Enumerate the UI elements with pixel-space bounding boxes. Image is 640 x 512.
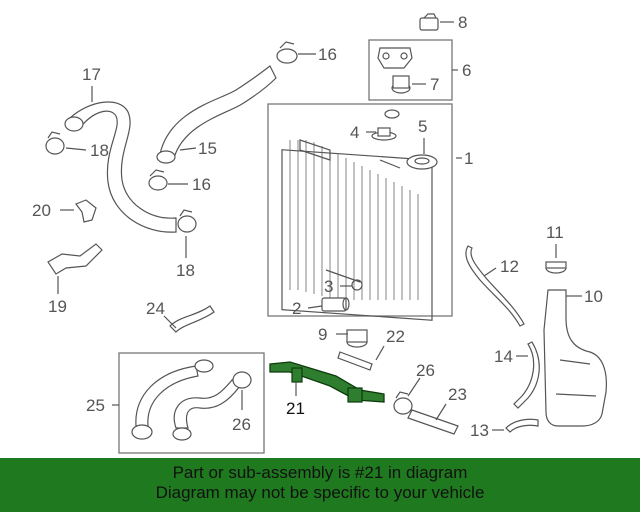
- hose-clamp-left[interactable]: [45, 131, 65, 155]
- callout-21: 21: [286, 399, 305, 418]
- water-hose[interactable]: [407, 409, 459, 435]
- callout-16-middle: 16: [192, 175, 211, 194]
- hose-clamp-right[interactable]: [393, 391, 413, 415]
- callout-20: 20: [32, 201, 51, 220]
- drain-plug[interactable]: [321, 297, 350, 312]
- callout-8: 8: [458, 13, 467, 32]
- hose-kit-box: [118, 352, 265, 454]
- banner-line-part: Part or sub-assembly is #21 in diagram: [172, 463, 468, 482]
- callout-16-top: 16: [318, 45, 337, 64]
- cap-seal[interactable]: [406, 154, 438, 170]
- callout-26-right: 26: [416, 361, 435, 380]
- radiator-cap[interactable]: [371, 127, 397, 141]
- o-ring[interactable]: [384, 109, 400, 119]
- callout-3: 3: [324, 277, 333, 296]
- callout-5: 5: [418, 117, 427, 136]
- lower-radiator-hose[interactable]: [69, 101, 177, 233]
- callout-1: 1: [464, 149, 473, 168]
- radiator-bracket[interactable]: [377, 47, 413, 69]
- callout-7: 7: [430, 75, 439, 94]
- radiator-core[interactable]: [281, 139, 433, 321]
- callout-2: 2: [292, 299, 301, 318]
- callout-18-upper: 18: [90, 141, 109, 160]
- hose-clamp-lower[interactable]: [177, 209, 197, 233]
- parts-diagram: 1 2 3 4 5 6 7 8 9 10 11 12 13 14 15 16 1…: [32, 13, 607, 454]
- banner-line-disclaimer: Diagram may not be specific to your vehi…: [155, 483, 485, 502]
- drain-plug-o-ring[interactable]: [351, 279, 363, 291]
- callout-4: 4: [350, 123, 359, 142]
- callout-15: 15: [198, 139, 217, 158]
- bypass-hose[interactable]: [337, 351, 373, 371]
- hose-clip[interactable]: [75, 199, 97, 223]
- hose-clamp-middle[interactable]: [148, 169, 168, 191]
- callout-22: 22: [386, 327, 405, 346]
- callout-11: 11: [546, 223, 564, 242]
- callout-14: 14: [494, 347, 513, 366]
- hose-kit[interactable]: [131, 359, 252, 441]
- reserve-tank-cap[interactable]: [545, 261, 567, 274]
- water-pipe-part-21[interactable]: [269, 361, 385, 403]
- leader-lines: [57, 21, 582, 431]
- callout-18-lower: 18: [176, 261, 195, 280]
- callout-17: 17: [82, 65, 101, 84]
- callout-13: 13: [470, 421, 489, 440]
- callout-26-box: 26: [232, 415, 251, 434]
- upper-radiator-hose[interactable]: [159, 65, 277, 159]
- callout-25: 25: [86, 396, 105, 415]
- siphon-tube[interactable]: [513, 341, 540, 409]
- callout-6: 6: [462, 61, 471, 80]
- radiator-cushion[interactable]: [391, 75, 411, 94]
- callout-23: 23: [448, 385, 467, 404]
- hose-bracket[interactable]: [47, 243, 103, 275]
- info-banner: Part or sub-assembly is #21 in diagram D…: [0, 458, 640, 512]
- heater-inlet-hose[interactable]: [169, 305, 215, 333]
- hose-clamp-upper[interactable]: [276, 41, 298, 64]
- radiator-assembly-frame: [267, 103, 453, 317]
- overflow-hose[interactable]: [465, 245, 525, 327]
- reserve-tank[interactable]: [543, 289, 607, 427]
- lower-cushion[interactable]: [346, 329, 368, 348]
- callout-9: 9: [318, 325, 327, 344]
- callout-24: 24: [146, 299, 165, 318]
- drain-plug-top[interactable]: [419, 13, 439, 31]
- callout-19: 19: [48, 297, 67, 316]
- callout-12: 12: [500, 257, 519, 276]
- reserve-tank-hose[interactable]: [505, 418, 539, 433]
- callout-10: 10: [584, 287, 603, 306]
